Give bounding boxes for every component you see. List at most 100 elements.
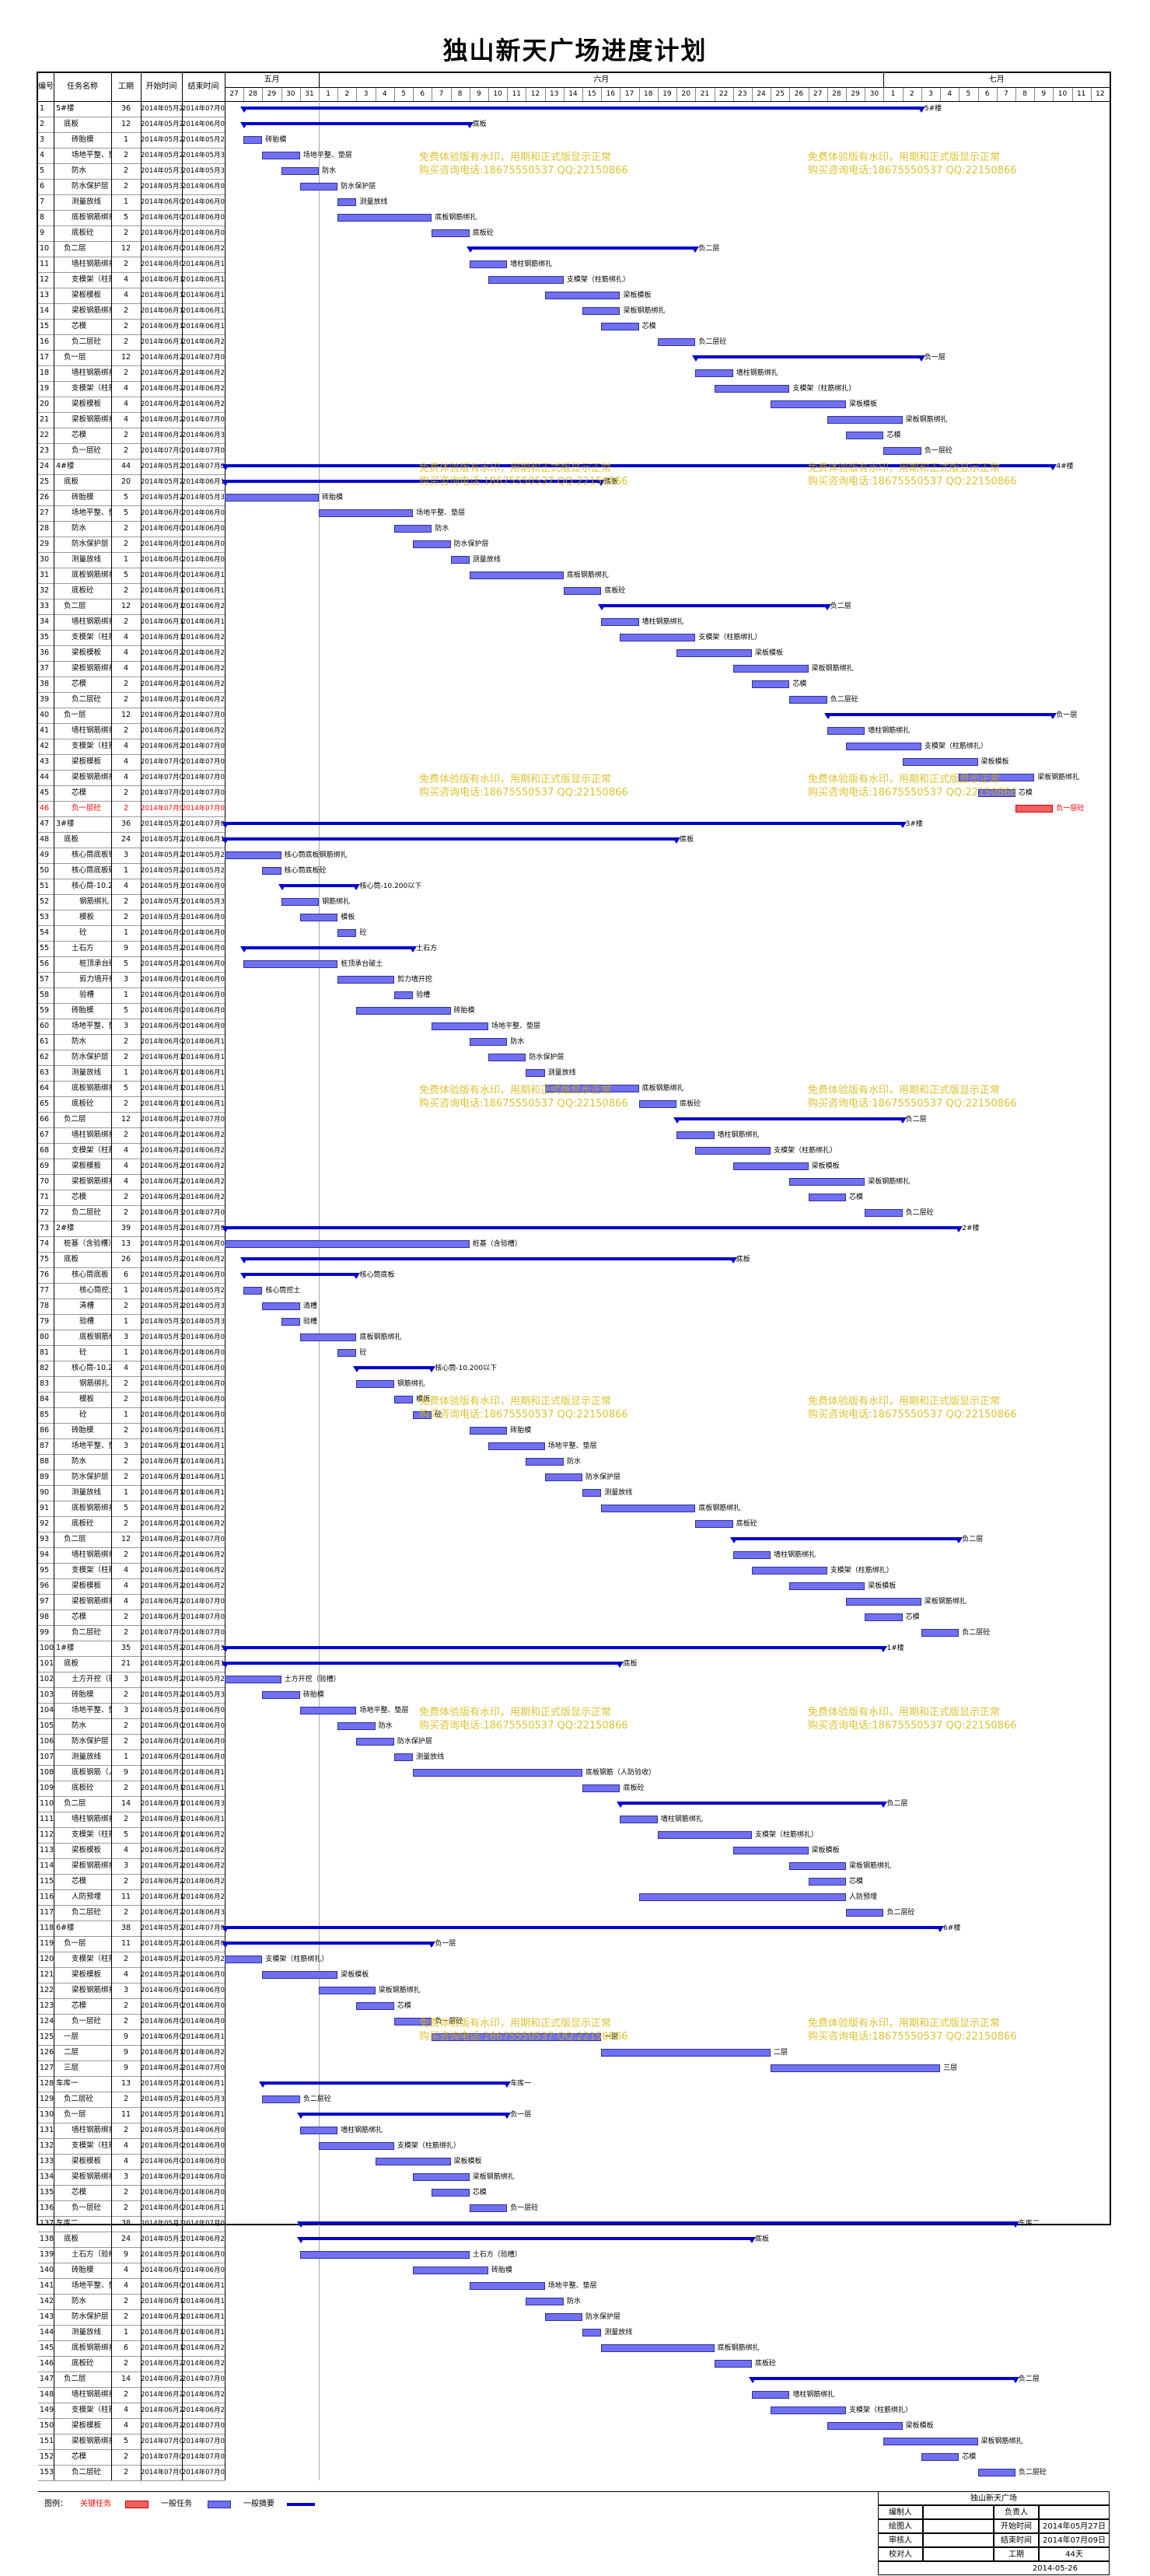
summary-bar[interactable] (299, 2237, 752, 2240)
task-bar[interactable] (432, 2033, 602, 2041)
summary-bar[interactable] (601, 604, 827, 607)
task-bar[interactable] (582, 1489, 602, 1497)
task-bar[interactable] (789, 1178, 865, 1186)
task-bar[interactable] (582, 307, 620, 315)
task-bar[interactable] (393, 1396, 414, 1403)
task-bar[interactable] (582, 2329, 602, 2337)
task-bar[interactable] (225, 1240, 470, 1248)
summary-bar[interactable] (469, 246, 696, 250)
summary-bar[interactable] (262, 2081, 508, 2085)
summary-bar[interactable] (225, 480, 602, 483)
task-bar[interactable] (601, 618, 639, 626)
task-bar[interactable] (393, 991, 414, 999)
task-bar[interactable] (921, 2453, 959, 2461)
task-bar[interactable] (469, 1038, 508, 1046)
summary-bar[interactable] (225, 1942, 432, 1945)
summary-bar[interactable] (225, 1926, 941, 1929)
task-bar[interactable] (299, 183, 338, 190)
task-bar[interactable] (827, 2422, 903, 2430)
task-bar[interactable] (751, 680, 790, 688)
task-bar[interactable] (262, 1691, 300, 1699)
task-bar[interactable] (751, 2391, 790, 2399)
task-bar[interactable] (356, 2002, 394, 2010)
summary-bar[interactable] (243, 107, 921, 110)
task-bar[interactable] (225, 494, 320, 502)
task-bar[interactable] (299, 1707, 357, 1714)
task-bar[interactable] (865, 1209, 903, 1217)
summary-bar[interactable] (676, 1117, 903, 1120)
task-bar[interactable] (469, 571, 564, 579)
task-bar[interactable] (450, 556, 470, 564)
task-bar[interactable] (413, 1411, 432, 1419)
task-bar[interactable] (262, 1971, 338, 1979)
task-bar[interactable] (337, 929, 357, 937)
task-bar[interactable] (789, 1862, 846, 1870)
task-bar[interactable] (732, 1847, 809, 1854)
task-bar[interactable] (789, 696, 827, 704)
task-bar[interactable] (865, 1613, 903, 1621)
task-bar[interactable] (393, 2018, 432, 2025)
task-bar[interactable] (563, 587, 602, 595)
task-bar[interactable] (243, 136, 263, 144)
task-bar[interactable] (601, 323, 639, 330)
task-bar[interactable] (469, 260, 508, 268)
task-bar[interactable] (281, 1318, 300, 1326)
task-bar[interactable] (299, 2127, 338, 2134)
task-bar[interactable] (432, 1022, 488, 1030)
task-bar[interactable] (808, 1878, 847, 1886)
task-bar[interactable] (319, 1987, 376, 1994)
task-bar[interactable] (299, 1333, 357, 1341)
task-bar[interactable] (526, 1069, 545, 1077)
task-bar[interactable] (469, 2282, 545, 2290)
task-bar[interactable] (695, 1147, 771, 1155)
task-bar[interactable] (356, 1380, 394, 1388)
task-bar[interactable] (695, 1520, 733, 1528)
task-bar[interactable] (638, 1893, 846, 1901)
task-bar[interactable] (676, 649, 752, 657)
task-bar[interactable] (751, 1567, 827, 1575)
task-bar[interactable] (488, 1054, 526, 1061)
task-bar[interactable] (657, 338, 696, 346)
task-bar[interactable] (375, 2158, 451, 2165)
task-bar[interactable] (337, 1722, 376, 1730)
task-bar[interactable] (544, 1085, 639, 1092)
task-bar[interactable] (469, 2204, 508, 2212)
task-bar[interactable] (601, 1505, 696, 1512)
summary-bar[interactable] (827, 713, 1054, 716)
task-bar[interactable] (243, 960, 338, 968)
task-bar[interactable] (544, 1473, 583, 1481)
task-bar[interactable] (714, 385, 790, 393)
task-bar[interactable] (808, 1194, 847, 1201)
critical-task-bar[interactable] (1015, 805, 1054, 813)
task-bar[interactable] (771, 2406, 846, 2414)
task-bar[interactable] (771, 2064, 941, 2072)
task-bar[interactable] (319, 509, 414, 517)
summary-bar[interactable] (732, 1537, 959, 1540)
task-bar[interactable] (488, 1442, 545, 1450)
summary-bar[interactable] (751, 2377, 1015, 2380)
task-bar[interactable] (319, 2142, 394, 2150)
task-bar[interactable] (243, 1287, 263, 1295)
task-bar[interactable] (281, 167, 320, 175)
task-bar[interactable] (657, 1831, 752, 1839)
task-bar[interactable] (883, 2438, 978, 2445)
task-bar[interactable] (883, 447, 921, 455)
task-bar[interactable] (262, 1302, 300, 1310)
summary-bar[interactable] (243, 122, 470, 125)
summary-bar[interactable] (356, 1366, 432, 1369)
task-bar[interactable] (620, 1816, 658, 1823)
task-bar[interactable] (262, 152, 300, 159)
task-bar[interactable] (299, 914, 338, 921)
task-bar[interactable] (827, 416, 903, 424)
task-bar[interactable] (413, 2267, 488, 2274)
task-bar[interactable] (977, 789, 1015, 797)
summary-bar[interactable] (225, 837, 677, 841)
task-bar[interactable] (337, 198, 357, 206)
task-bar[interactable] (846, 1909, 884, 1917)
task-bar[interactable] (432, 2189, 470, 2197)
summary-bar[interactable] (695, 355, 921, 358)
task-bar[interactable] (695, 369, 733, 377)
task-bar[interactable] (959, 774, 1035, 781)
task-bar[interactable] (337, 1349, 357, 1357)
task-bar[interactable] (921, 1629, 959, 1637)
